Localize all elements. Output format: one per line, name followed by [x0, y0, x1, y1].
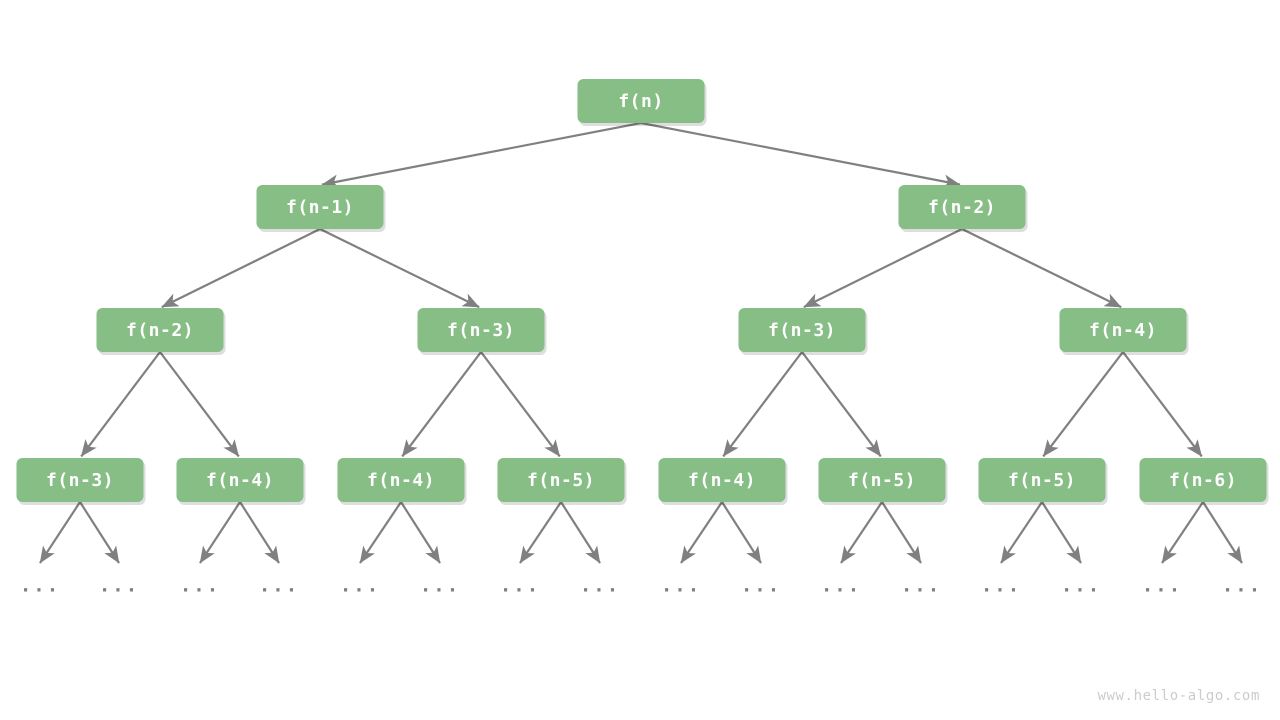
ellipsis-marker: ...	[741, 575, 781, 597]
tree-node[interactable]: f(n-4)	[337, 458, 467, 505]
ellipsis-marker: ...	[661, 575, 701, 597]
tree-node-label: f(n-4)	[688, 470, 756, 491]
nodes-layer: f(n) f(n-1) f(n-2) f(n-2) f(n-3) f(n-3) f(n-4)…	[16, 79, 1269, 505]
tree-edge	[1042, 351, 1124, 458]
tree-node[interactable]: f(n-3)	[417, 308, 547, 355]
tree-edge	[80, 351, 161, 458]
tree-node-box[interactable]	[738, 308, 866, 352]
tree-edge	[480, 351, 561, 458]
tree-node-label: f(n-4)	[206, 470, 274, 491]
tree-edge-stub	[881, 501, 922, 564]
ellipses-layer: ........................................…	[20, 575, 1262, 597]
tree-edge	[319, 228, 480, 309]
tree-edge-stub	[519, 501, 562, 564]
tree-node-label: f(n-2)	[126, 320, 194, 341]
tree-node-box[interactable]	[417, 308, 545, 352]
tree-edge-stub	[1161, 501, 1204, 564]
tree-node[interactable]: f(n-3)	[16, 458, 146, 505]
ellipsis-marker: ...	[20, 575, 60, 597]
tree-node-box[interactable]	[497, 458, 625, 502]
tree-node[interactable]: f(n-2)	[96, 308, 226, 355]
tree-node-box[interactable]	[658, 458, 786, 502]
tree-edge	[722, 351, 803, 458]
ellipsis-marker: ...	[500, 575, 540, 597]
tree-node-label: f(n-5)	[527, 470, 595, 491]
tree-edge	[961, 228, 1122, 309]
tree-edge-stub	[79, 501, 120, 564]
tree-edge	[803, 228, 963, 309]
tree-node-box[interactable]	[16, 458, 144, 502]
ellipsis-marker: ...	[1222, 575, 1262, 597]
tree-node-label: f(n-4)	[367, 470, 435, 491]
ellipsis-marker: ...	[981, 575, 1021, 597]
tree-node-label: f(n-5)	[848, 470, 916, 491]
tree-node-label: f(n)	[618, 91, 663, 112]
tree-edge-stub	[840, 501, 883, 564]
tree-edge-stub	[359, 501, 402, 564]
tree-edge-stub	[1000, 501, 1043, 564]
tree-node-label: f(n-5)	[1008, 470, 1076, 491]
tree-node[interactable]: f(n)	[577, 79, 707, 126]
tree-node-box[interactable]	[1059, 308, 1187, 352]
tree-node-label: f(n-6)	[1169, 470, 1237, 491]
tree-edge	[401, 351, 482, 458]
watermark-label: www.hello-algo.com	[1097, 688, 1260, 704]
tree-node-box[interactable]	[898, 185, 1026, 229]
ellipsis-marker: ...	[821, 575, 861, 597]
tree-node-label: f(n-4)	[1089, 320, 1157, 341]
tree-edge-stub	[680, 501, 723, 564]
ellipsis-marker: ...	[420, 575, 460, 597]
tree-node-label: f(n-1)	[286, 197, 354, 218]
ellipsis-marker: ...	[901, 575, 941, 597]
tree-node-box[interactable]	[176, 458, 304, 502]
tree-node-box[interactable]	[96, 308, 224, 352]
tree-edge-stub	[1041, 501, 1082, 564]
tree-edge-stub	[560, 501, 601, 564]
tree-edge	[161, 228, 321, 309]
tree-edge	[321, 121, 642, 189]
tree-edge	[1122, 351, 1203, 458]
tree-node[interactable]: f(n-5)	[818, 458, 948, 505]
tree-edge-stub	[721, 501, 762, 564]
tree-edge	[640, 121, 961, 189]
tree-node[interactable]: f(n-1)	[256, 185, 386, 232]
ellipsis-marker: ...	[1142, 575, 1182, 597]
ellipsis-marker: ...	[1061, 575, 1101, 597]
ellipsis-marker: ...	[180, 575, 220, 597]
ellipsis-marker: ...	[259, 575, 299, 597]
edges-layer	[80, 121, 1203, 458]
tree-edge-stub	[199, 501, 241, 564]
tree-node[interactable]: f(n-5)	[497, 458, 627, 505]
tree-node-box[interactable]	[818, 458, 946, 502]
tree-node-box[interactable]	[337, 458, 465, 502]
tree-node-label: f(n-3)	[46, 470, 114, 491]
tree-node-box[interactable]	[577, 79, 705, 123]
tree-edge-stub	[39, 501, 81, 564]
tree-node-box[interactable]	[978, 458, 1106, 502]
tree-edge-stub	[400, 501, 441, 564]
tree-edge-stub	[1202, 501, 1243, 564]
tree-edge-stub	[239, 501, 280, 564]
tree-node-box[interactable]	[1139, 458, 1267, 502]
tree-node[interactable]: f(n-6)	[1139, 458, 1269, 505]
ellipsis-marker: ...	[580, 575, 620, 597]
tree-edge	[159, 351, 240, 458]
tree-node[interactable]: f(n-4)	[1059, 308, 1189, 355]
tree-node[interactable]: f(n-5)	[978, 458, 1108, 505]
tree-node[interactable]: f(n-2)	[898, 185, 1028, 232]
ellipsis-marker: ...	[340, 575, 380, 597]
leaf-stubs-layer	[39, 501, 1243, 564]
ellipsis-marker: ...	[99, 575, 139, 597]
tree-node[interactable]: f(n-4)	[176, 458, 306, 505]
tree-node[interactable]: f(n-3)	[738, 308, 868, 355]
tree-edge	[801, 351, 882, 458]
tree-node[interactable]: f(n-4)	[658, 458, 788, 505]
tree-node-box[interactable]	[256, 185, 384, 229]
tree-node-label: f(n-2)	[928, 197, 996, 218]
tree-node-label: f(n-3)	[447, 320, 515, 341]
tree-node-label: f(n-3)	[768, 320, 836, 341]
